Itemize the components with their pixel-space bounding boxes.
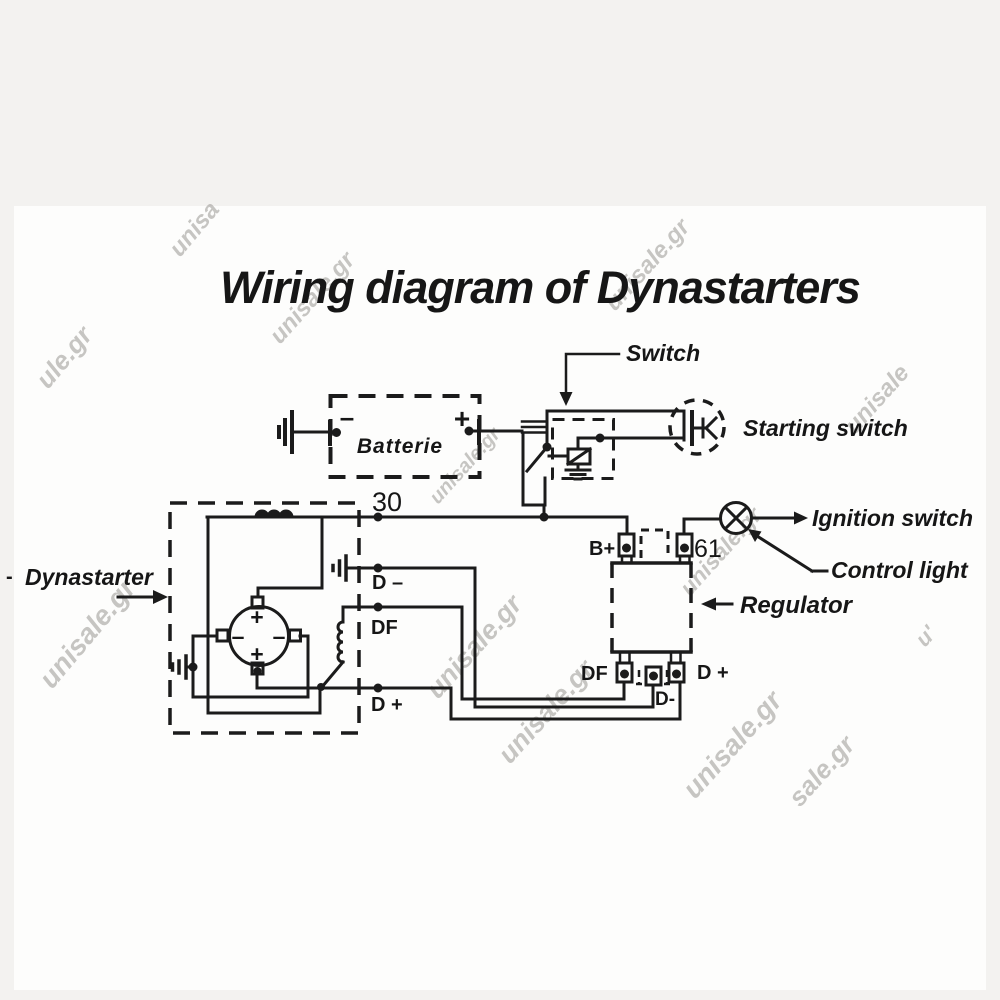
starting-switch-label: Starting switch	[743, 415, 908, 441]
motor-plus-bottom: +	[250, 641, 263, 667]
battery-label: Batterie	[357, 435, 443, 458]
motor-plus-top: +	[250, 604, 263, 630]
regulator-dplus-label: D +	[697, 662, 729, 684]
relay-coil-icon	[564, 436, 593, 481]
ground-icon	[170, 654, 198, 680]
terminal-30-label: 30	[372, 487, 402, 517]
regulator-terminal-bplus	[617, 532, 636, 565]
wire-dminus	[344, 566, 655, 709]
supply-wire-30: 30	[205, 487, 629, 536]
motor-minus-right: –	[273, 623, 286, 649]
starting-switch-group: Starting switch	[668, 398, 908, 456]
regulator-label: Regulator	[740, 592, 854, 619]
dynastarter-label: Dynastarter	[25, 564, 154, 590]
wire-dplus	[255, 672, 682, 721]
starting-switch-circle	[668, 398, 726, 456]
dyn-dminus-label: D –	[372, 572, 403, 594]
wire-df	[341, 605, 626, 701]
armature-loop-wire	[206, 515, 322, 715]
connector-ticks	[520, 420, 549, 434]
regulator-group: B+ 61 DF D- D + Regulator	[581, 528, 854, 710]
arrow-down-icon	[559, 392, 573, 406]
battery-group: – + Batterie	[277, 394, 549, 479]
control-light-group: Ignition switch Control light	[682, 501, 973, 583]
arrow-left-icon	[701, 597, 716, 611]
motor-minus-left: –	[232, 623, 245, 649]
battery-minus-sign: –	[340, 402, 354, 432]
terminal-61-label: 61	[694, 535, 722, 563]
switch-group: Switch	[521, 340, 700, 519]
arrow-right-icon	[794, 511, 808, 525]
dynastarter-dash: -	[6, 566, 13, 588]
regulator-terminal-61	[675, 532, 694, 565]
diagram-title: Wiring diagram of Dynastarters	[220, 262, 860, 313]
motor-icon: + – – +	[215, 595, 302, 676]
contact-arm	[524, 444, 550, 474]
lamp-icon	[719, 501, 753, 535]
dynastarter-group: - Dynastarter + – – +	[6, 501, 403, 735]
ignition-switch-label: Ignition switch	[812, 505, 973, 531]
terminal-bplus-label: B+	[589, 538, 615, 560]
regulator-terminal-dplus	[667, 650, 686, 684]
field-coil-icon	[336, 620, 345, 664]
arrow-upleft-icon	[748, 529, 762, 542]
interconnect-wires	[255, 566, 682, 721]
dynastarter-box	[168, 501, 361, 735]
arrow-right-icon	[153, 590, 168, 604]
switch-label: Switch	[626, 340, 700, 366]
junction-dot-30	[373, 512, 383, 522]
control-light-pointer	[754, 533, 829, 574]
control-light-label: Control light	[831, 557, 969, 583]
dyn-dplus-label: D +	[371, 694, 403, 716]
junction-dot	[539, 512, 549, 522]
dyn-df-label: DF	[371, 617, 398, 639]
spare-terminal-slot	[639, 528, 670, 558]
series-winding-icon	[254, 509, 294, 518]
battery-plus-sign: +	[454, 403, 470, 434]
switch-pointer-line	[564, 352, 621, 395]
junction-dot	[595, 433, 605, 443]
regulator-dminus-label: D-	[655, 689, 675, 710]
regulator-df-label: DF	[581, 663, 608, 685]
ground-icon	[277, 410, 332, 454]
junction-dot	[332, 428, 341, 437]
switch-box	[551, 418, 615, 480]
